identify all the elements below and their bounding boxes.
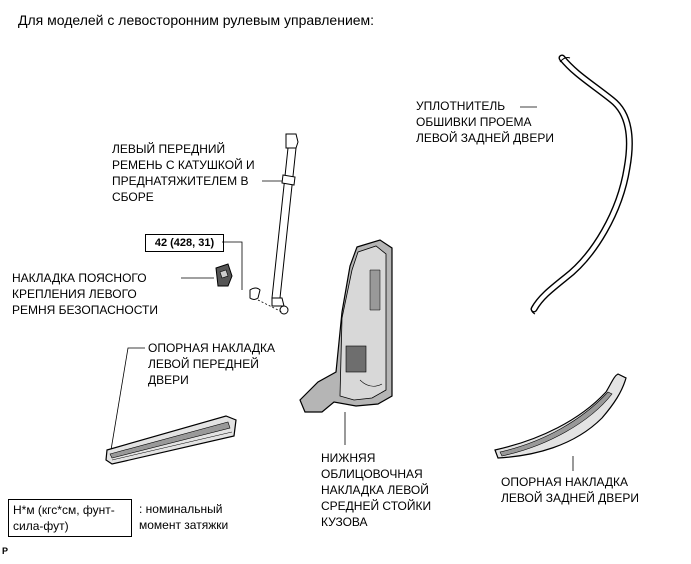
legend-box: Н*м (кгс*см, фунт- сила-фут) [8, 499, 132, 537]
leader-lines [109, 106, 574, 471]
weatherstrip-label: УПЛОТНИТЕЛЬ ОБШИВКИ ПРОЕМА ЛЕВОЙ ЗАДНЕЙ … [416, 99, 554, 145]
pillar-trim-label: НИЖНЯЯ ОБЛИЦОВОЧНАЯ НАКЛАДКА ЛЕВОЙ СРЕДН… [321, 451, 432, 529]
belt-cover-label: НАКЛАДКА ПОЯСНОГО КРЕПЛЕНИЯ ЛЕВОГО РЕМНЯ… [12, 271, 158, 317]
leader-torque [222, 241, 243, 290]
rear-scuff-label: ОПОРНАЯ НАКЛАДКА ЛЕВОЙ ЗАДНЕЙ ДВЕРИ [501, 475, 639, 505]
page-title: Для моделей с левосторонним рулевым упра… [18, 12, 375, 28]
weatherstrip-part [530, 54, 633, 315]
pillar-trim-part [299, 239, 393, 413]
seat-belt-label: ЛЕВЫЙ ПЕРЕДНИЙ РЕМЕНЬ С КАТУШКОЙ И ПРЕДН… [112, 142, 255, 204]
rear-scuff-part [494, 373, 627, 459]
torque-value-box: 42 (428, 31) [145, 234, 224, 252]
legend-description: : номинальный момент затяжки [139, 502, 229, 532]
front-scuff-label: ОПОРНАЯ НАКЛАДКА ЛЕВОЙ ПЕРЕДНЕЙ ДВЕРИ [148, 341, 276, 387]
seat-belt-part [249, 133, 299, 315]
front-scuff-part [105, 415, 237, 465]
illustration-code: P [2, 546, 9, 556]
leader-front-scuff [109, 347, 145, 457]
belt-cover-part [215, 263, 233, 287]
